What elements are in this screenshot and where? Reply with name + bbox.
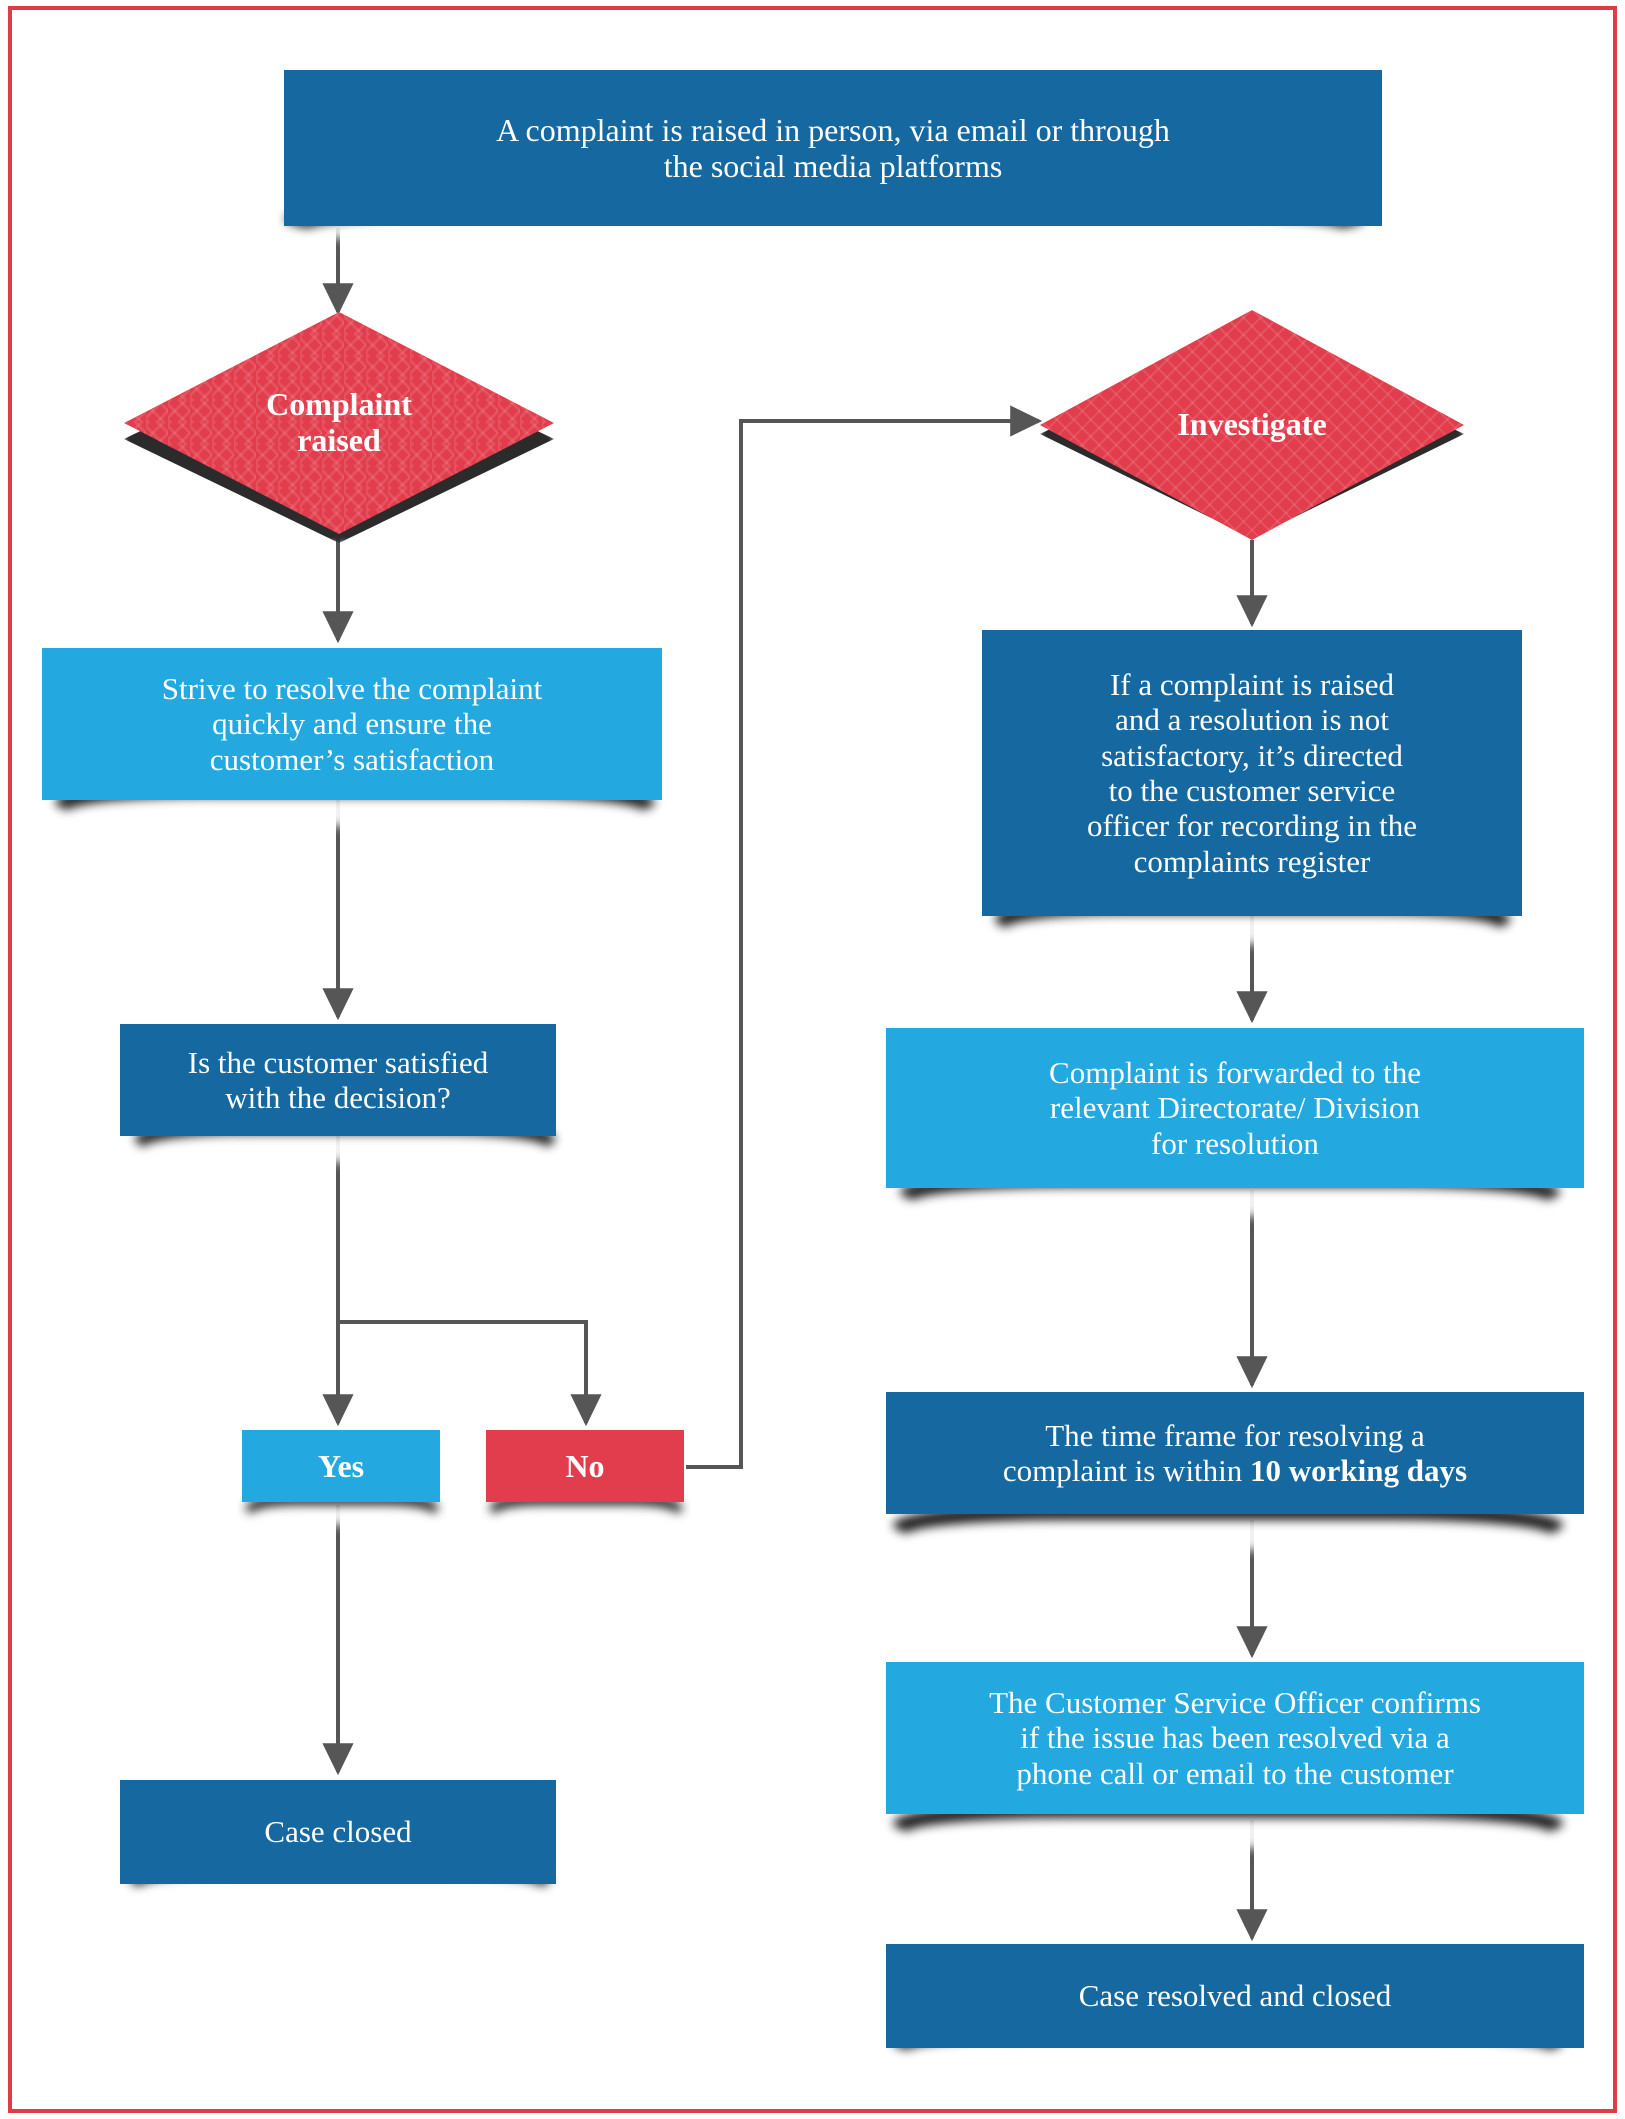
node-case-resolved-and-closed[interactable]: Case resolved and closed: [886, 1944, 1584, 2048]
node-text: Strive to resolve the complaint quickly …: [161, 671, 543, 777]
node-text: The time frame for resolving a complaint…: [886, 1418, 1584, 1489]
node-case-closed[interactable]: Case closed: [120, 1780, 556, 1884]
node-yes-outcome[interactable]: Yes: [242, 1430, 440, 1502]
node-text: Complaint is forwarded to the relevant D…: [1049, 1055, 1421, 1161]
node-escalate-to-cso[interactable]: If a complaint is raised and a resolutio…: [982, 630, 1522, 916]
diamond-shape: [124, 312, 554, 534]
node-is-customer-satisfied[interactable]: Is the customer satisfied with the decis…: [120, 1024, 556, 1136]
node-text: If a complaint is raised and a resolutio…: [1087, 667, 1417, 879]
node-text: Case closed: [264, 1814, 412, 1850]
node-text: Case resolved and closed: [1078, 1978, 1392, 2014]
diamond-shape: [1040, 310, 1464, 540]
node-no-outcome[interactable]: No: [486, 1430, 684, 1502]
connector-no-to-investigate: [686, 405, 1043, 1469]
node-resolution-timeframe[interactable]: The time frame for resolving a complaint…: [886, 1392, 1584, 1514]
node-text: A complaint is raised in person, via ema…: [496, 111, 1170, 184]
node-text: Yes: [317, 1447, 365, 1484]
node-investigate-decision[interactable]: Investigate: [1040, 310, 1464, 540]
node-forwarded-to-directorate[interactable]: Complaint is forwarded to the relevant D…: [886, 1028, 1584, 1188]
node-complaint-raised-entry[interactable]: A complaint is raised in person, via ema…: [284, 70, 1382, 226]
node-text: The Customer Service Officer confirms if…: [989, 1685, 1481, 1791]
node-complaint-raised-decision[interactable]: Complaint raised: [124, 312, 554, 534]
node-text: Is the customer satisfied with the decis…: [187, 1044, 489, 1115]
node-cso-confirms-resolution[interactable]: The Customer Service Officer confirms if…: [886, 1662, 1584, 1814]
timeframe-text-bold: 10 working days: [1250, 1453, 1468, 1488]
timeframe-text-prefix: The time frame for resolving a complaint…: [1002, 1417, 1425, 1488]
node-strive-to-resolve[interactable]: Strive to resolve the complaint quickly …: [42, 648, 662, 800]
node-text: No: [565, 1447, 605, 1484]
